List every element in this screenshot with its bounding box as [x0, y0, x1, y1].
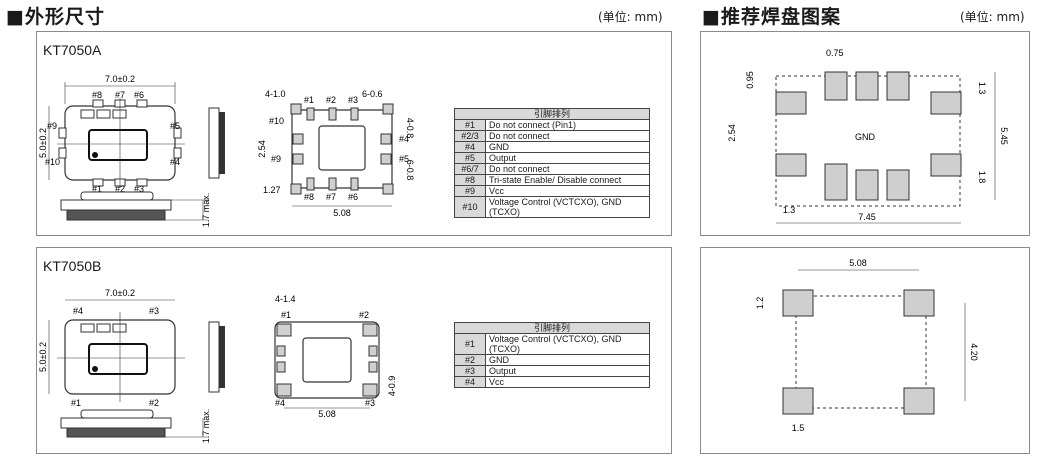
panel-kt7050a: KT7050A 7.0±0.2 5.0±0.2 #8 #7 #6 #1 #2 [36, 31, 672, 236]
outline-dimensions-title: ■外形尺寸 [6, 6, 105, 28]
svg-text:#3: #3 [134, 184, 144, 194]
svg-text:#9: #9 [47, 121, 57, 131]
svg-text:2.54: 2.54 [257, 140, 267, 158]
svg-text:1.7 max.: 1.7 max. [201, 409, 211, 444]
svg-text:#8: #8 [304, 192, 314, 202]
svg-text:#2: #2 [115, 184, 125, 194]
kt7050a-drawing: 7.0±0.2 5.0±0.2 #8 #7 #6 #1 #2 #3 #9 #10… [38, 74, 415, 228]
svg-text:#2: #2 [149, 398, 159, 408]
svg-text:0.95: 0.95 [745, 71, 755, 89]
left-unit-label: (单位: mm) [598, 10, 663, 24]
gnd-label: GND [855, 132, 876, 142]
svg-text:#4: #4 [275, 398, 285, 408]
svg-text:5.45: 5.45 [999, 127, 1009, 145]
svg-text:1.7 max.: 1.7 max. [201, 193, 211, 228]
land-pattern-b-drawing: 5.08 1.2 4.20 1.5 [755, 258, 979, 433]
model-name: KT7050A [43, 42, 102, 58]
svg-text:4-1.4: 4-1.4 [275, 294, 296, 304]
svg-text:#4: #4 [170, 157, 180, 167]
svg-text:#5: #5 [399, 154, 409, 164]
svg-text:#8: #8 [92, 90, 102, 100]
svg-text:1.27: 1.27 [263, 185, 281, 195]
svg-text:1.5: 1.5 [792, 423, 805, 433]
svg-text:1.2: 1.2 [755, 297, 765, 310]
svg-text:#10: #10 [269, 116, 284, 126]
svg-text:#2: #2 [326, 95, 336, 105]
svg-text:#4: #4 [399, 134, 409, 144]
svg-text:4.20: 4.20 [969, 343, 979, 361]
svg-text:5.0±0.2: 5.0±0.2 [38, 342, 48, 372]
height-dimension: 5.0±0.2 [38, 128, 48, 158]
svg-text:5.08: 5.08 [849, 258, 867, 268]
land-pattern-b: 5.08 1.2 4.20 1.5 [700, 247, 1030, 454]
land-pattern-a-drawing: GND 0.75 0.95 1.3 2.54 5.45 1.8 1.3 7.45 [727, 48, 1009, 224]
svg-text:1.8: 1.8 [977, 171, 987, 184]
svg-text:6-0.8: 6-0.8 [405, 160, 415, 181]
svg-text:7.0±0.2: 7.0±0.2 [105, 288, 135, 298]
svg-text:#5: #5 [170, 121, 180, 131]
svg-text:4-0.9: 4-0.9 [387, 376, 397, 397]
svg-text:#6: #6 [348, 192, 358, 202]
svg-text:#7: #7 [115, 90, 125, 100]
right-unit-label: (单位: mm) [960, 10, 1025, 24]
svg-text:#9: #9 [271, 154, 281, 164]
land-pattern-title: ■推荐焊盘图案 [702, 6, 841, 28]
svg-text:#3: #3 [149, 306, 159, 316]
svg-text:#7: #7 [326, 192, 336, 202]
svg-text:#1: #1 [71, 398, 81, 408]
width-dimension: 7.0±0.2 [105, 74, 135, 84]
svg-text:#2: #2 [359, 310, 369, 320]
svg-text:2.54: 2.54 [727, 124, 737, 142]
svg-text:6-0.6: 6-0.6 [362, 89, 383, 99]
svg-text:#1: #1 [92, 184, 102, 194]
top-view-lid [88, 129, 148, 161]
svg-text:4-1.0: 4-1.0 [265, 89, 286, 99]
svg-text:0.75: 0.75 [826, 48, 844, 58]
panel-kt7050b: KT7050B 7.0±0.2 5.0±0.2 #4 #3 #1 #2 1.7 … [36, 247, 672, 454]
svg-text:#1: #1 [281, 310, 291, 320]
svg-text:5.08: 5.08 [318, 409, 336, 419]
svg-text:7.45: 7.45 [858, 212, 876, 222]
svg-text:4-0.8: 4-0.8 [405, 118, 415, 139]
svg-text:#4: #4 [73, 306, 83, 316]
kt7050b-drawing: 7.0±0.2 5.0±0.2 #4 #3 #1 #2 1.7 max. 4-1… [38, 288, 397, 444]
land-pattern-a: GND 0.75 0.95 1.3 2.54 5.45 1.8 1.3 7.45 [700, 31, 1030, 236]
svg-text:5.08: 5.08 [333, 208, 351, 218]
model-name: KT7050B [43, 258, 102, 274]
svg-text:#1: #1 [304, 95, 314, 105]
svg-text:1.3: 1.3 [977, 82, 987, 95]
svg-text:#6: #6 [134, 90, 144, 100]
svg-text:#3: #3 [365, 398, 375, 408]
svg-text:#3: #3 [348, 95, 358, 105]
svg-text:1.3: 1.3 [783, 205, 796, 215]
svg-text:#10: #10 [45, 157, 60, 167]
